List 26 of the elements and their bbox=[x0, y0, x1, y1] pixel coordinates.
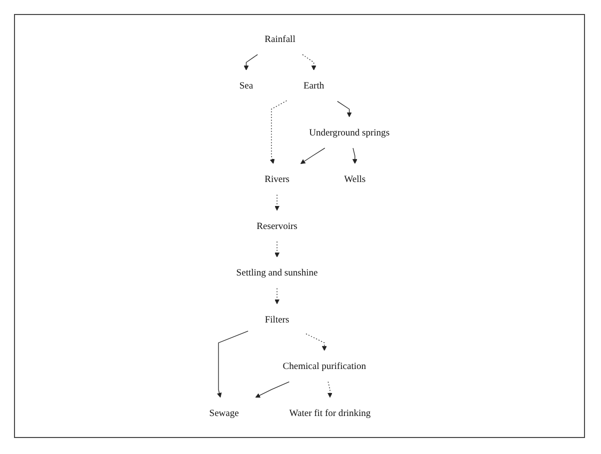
arrow bbox=[274, 194, 280, 211]
arrow bbox=[274, 241, 280, 258]
arrow bbox=[274, 288, 280, 304]
arrow bbox=[217, 330, 248, 398]
node-text: Reservoirs bbox=[256, 220, 298, 232]
node-text: Chemical purification bbox=[282, 360, 366, 372]
node-text: Underground springs bbox=[309, 127, 390, 138]
arrow bbox=[244, 54, 258, 70]
arrow bbox=[255, 381, 290, 398]
arrow bbox=[300, 148, 326, 164]
arrow bbox=[352, 148, 358, 164]
node-text: Rainfall bbox=[264, 34, 296, 44]
node-text: Settling and sunshine bbox=[236, 267, 318, 278]
arrow bbox=[328, 381, 333, 398]
node-text: Sea bbox=[239, 80, 254, 91]
node-text: Rivers bbox=[264, 174, 290, 184]
arrow bbox=[337, 100, 352, 118]
node-text: Water fit for drinking bbox=[289, 408, 371, 418]
arrow bbox=[270, 100, 288, 164]
node-text: Earth bbox=[304, 80, 324, 91]
frame-border: Rainfall Sea Earth Rivers Underground springs Reservoirs Wells Settling and sunshine Filters Sewage Chemical purification Water fit for drinking bbox=[14, 14, 585, 438]
arrow bbox=[302, 54, 316, 70]
node-text: Filters bbox=[264, 314, 290, 325]
node-text: Sewage bbox=[209, 408, 239, 418]
node-text: Wells bbox=[344, 174, 366, 184]
arrow bbox=[306, 333, 327, 351]
